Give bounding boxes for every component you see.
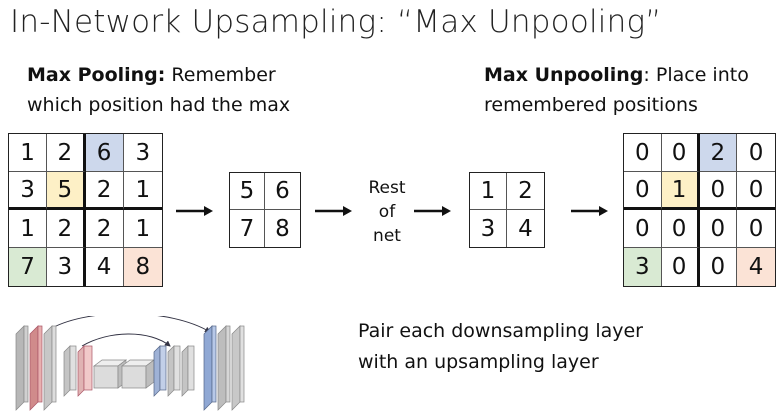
grid-cell: 4 bbox=[737, 248, 775, 286]
rest-of-net-line: Rest bbox=[368, 178, 406, 198]
grid-cell: 7 bbox=[230, 210, 265, 247]
grid-cell: 3 bbox=[470, 210, 507, 247]
rest-of-net-line: of bbox=[378, 202, 396, 222]
decoder-layer bbox=[153, 345, 167, 397]
grid-cell: 1 bbox=[661, 172, 700, 210]
grid-cell: 0 bbox=[699, 172, 738, 210]
unet-diagram bbox=[15, 316, 245, 411]
grid-cell: 1 bbox=[123, 210, 162, 248]
grid-cell: 0 bbox=[624, 210, 662, 248]
grid-cell: 3 bbox=[624, 248, 662, 286]
grid-cell: 7 bbox=[9, 248, 48, 286]
grid-cell: 1 bbox=[470, 173, 507, 210]
max-pooling-description: Max Pooling: Remember which position had… bbox=[27, 60, 290, 120]
grid-cell: 2 bbox=[47, 210, 86, 248]
grid-cell: 0 bbox=[737, 134, 775, 172]
decoder-layer bbox=[217, 325, 231, 411]
grid-cell: 4 bbox=[86, 248, 124, 286]
rest-of-net-label: Rest of net bbox=[362, 176, 412, 248]
grid-cell: 4 bbox=[518, 215, 533, 242]
pair-line-2: with an upsampling layer bbox=[358, 351, 599, 373]
arrow-icon bbox=[315, 206, 352, 216]
grid-cell: 2 bbox=[85, 210, 124, 248]
grid-cell: 8 bbox=[123, 248, 162, 286]
grid-cell: 1 bbox=[9, 134, 48, 172]
grid-cell: 3 bbox=[47, 248, 86, 286]
grid-cell: 0 bbox=[624, 172, 662, 210]
grid-cell: 5 bbox=[230, 173, 265, 210]
pair-description: Pair each downsampling layer with an ups… bbox=[358, 316, 643, 378]
max-unpooling-text-2: remembered positions bbox=[484, 94, 698, 116]
encoder-layer bbox=[63, 345, 77, 397]
arrow-icon bbox=[571, 206, 608, 216]
bottleneck-layer bbox=[92, 359, 128, 389]
arrow-icon bbox=[414, 206, 451, 216]
grid-cell: 6 bbox=[85, 134, 124, 172]
grid-cell: 3 bbox=[9, 172, 48, 210]
max-pooling-text-1: Remember bbox=[165, 64, 276, 86]
page-title: In-Network Upsampling: “Max Unpooling” bbox=[10, 4, 662, 40]
grid-cell: 2 bbox=[85, 172, 124, 210]
decoder-layer bbox=[167, 345, 181, 397]
grid-cell: 0 bbox=[737, 210, 775, 248]
grid-cell: 2 bbox=[699, 134, 738, 172]
decoder-layer bbox=[203, 325, 217, 411]
decoder-layer bbox=[181, 345, 195, 397]
max-pooling-text-2: which position had the max bbox=[27, 94, 291, 116]
max-pooling-heading: Max Pooling: bbox=[27, 64, 166, 86]
grid-cell: 0 bbox=[737, 172, 775, 210]
encoder-layer bbox=[15, 325, 29, 411]
grid-cell: 3 bbox=[123, 134, 162, 172]
grid-cell: 0 bbox=[661, 210, 700, 248]
max-unpooling-description: Max Unpooling: Place into remembered pos… bbox=[484, 60, 749, 120]
grid-cell: 6 bbox=[265, 173, 300, 210]
grid-cell: 0 bbox=[662, 248, 700, 286]
rest-of-net-line: net bbox=[373, 226, 401, 246]
grid-cell: 5 bbox=[47, 172, 86, 210]
grid-cell: 2 bbox=[47, 134, 86, 172]
encoder-layer bbox=[43, 325, 57, 411]
arrow-icon bbox=[176, 206, 213, 216]
max-unpooling-text-1: : Place into bbox=[643, 64, 749, 86]
bottleneck-layer bbox=[120, 359, 156, 389]
decoder-layer bbox=[231, 325, 245, 411]
grid-cell: 1 bbox=[9, 210, 48, 248]
grid-cell: 0 bbox=[699, 210, 738, 248]
grid-cell: 2 bbox=[507, 173, 544, 210]
max-unpooling-heading: Max Unpooling bbox=[484, 64, 644, 86]
encoder-layer bbox=[77, 345, 93, 397]
grid-cell: 0 bbox=[661, 134, 700, 172]
grid-cell: 0 bbox=[624, 134, 662, 172]
grid-cell: 1 bbox=[123, 172, 162, 210]
grid-cell: 8 bbox=[275, 215, 290, 242]
encoder-layer bbox=[29, 325, 43, 411]
pair-line-1: Pair each downsampling layer bbox=[358, 320, 643, 342]
grid-cell: 0 bbox=[700, 248, 738, 286]
